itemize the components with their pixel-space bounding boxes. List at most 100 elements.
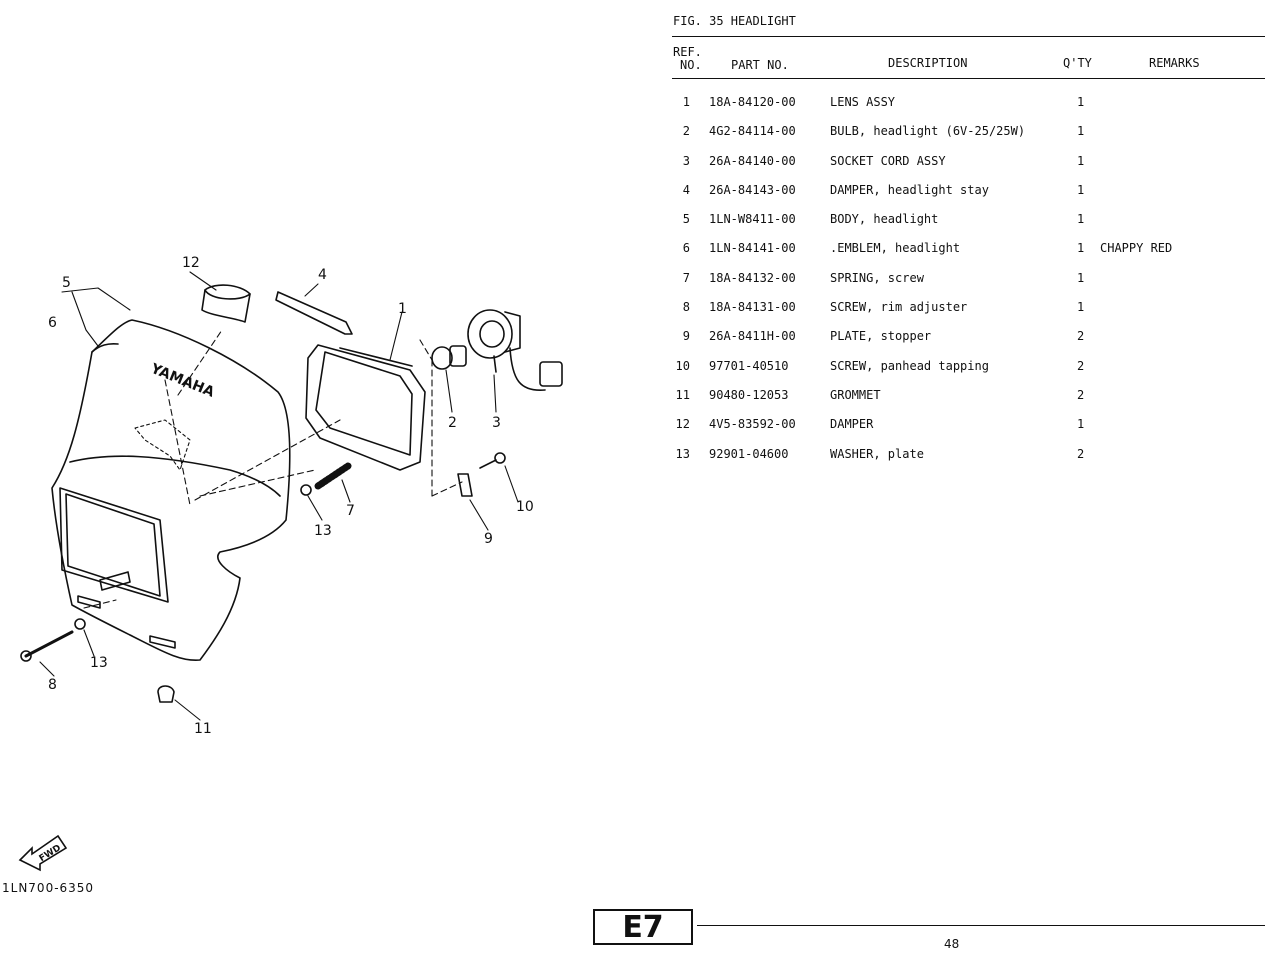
callout-13-lower: 13 — [90, 655, 108, 671]
ref-no-cell: 4 — [682, 182, 690, 197]
ref-no-cell: 1 — [682, 95, 690, 109]
table-row: 2 4G2-84114-00 BULB, headlight (6V-25/25W)… — [672, 121, 1262, 150]
description-cell: GROMMET — [830, 387, 881, 402]
col-header-ref: REF. NO. — [673, 46, 702, 72]
table-row: 1 18A-84120-00 LENS ASSY 1 — [672, 92, 1262, 121]
callout-2: 2 — [448, 415, 457, 431]
footer-rule — [697, 925, 1265, 926]
exploded-diagram: YAMAHA — [0, 230, 620, 760]
ref-no-cell: 11 — [675, 387, 690, 402]
description-cell: .EMBLEM, headlight — [830, 241, 961, 256]
description-cell: SPRING, screw — [830, 270, 924, 285]
callout-10: 10 — [516, 499, 534, 515]
description-cell: BULB, headlight (6V-25/25W) — [830, 124, 1026, 139]
bulb-drawing — [431, 345, 467, 370]
ref-no-cell: 7 — [682, 270, 690, 285]
fwd-label: FWD — [38, 843, 63, 864]
ref-no-cell: 5 — [682, 212, 690, 227]
header-rule-bottom — [672, 78, 1265, 79]
ref-no-cell: 9 — [682, 329, 690, 344]
col-header-description: DESCRIPTION — [888, 56, 968, 70]
part-number-cell: 97701-40510 — [709, 358, 789, 373]
callout-4: 4 — [318, 267, 327, 283]
remarks-cell: CHAPPY RED — [1100, 241, 1173, 256]
leader-lines — [39, 271, 519, 721]
callout-13-upper: 13 — [314, 523, 332, 539]
callout-6: 6 — [48, 315, 57, 331]
part-number-cell: 4G2-84114-00 — [709, 124, 796, 139]
description-cell: DAMPER, headlight stay — [830, 182, 989, 197]
col-header-qty: Q'TY — [1063, 56, 1092, 70]
description-cell: LENS ASSY — [830, 95, 896, 109]
headlight-exploded-view: YAMAHA — [20, 271, 563, 721]
ref-no-cell: 2 — [682, 124, 690, 139]
headlight-body-drawing — [51, 319, 291, 661]
brand-text-yamaha: YAMAHA — [148, 360, 217, 400]
ref-no-cell: 13 — [675, 446, 690, 461]
table-row: 6 1LN-84141-00 .EMBLEM, headlight 1 CHAPPY R… — [672, 238, 1262, 267]
callout-3: 3 — [492, 415, 501, 431]
ref-no-cell: 12 — [675, 417, 690, 432]
part-number-cell: 18A-84132-00 — [709, 270, 796, 285]
ref-no-cell: 8 — [682, 300, 690, 315]
callout-7: 7 — [346, 503, 355, 519]
table-row: 7 18A-84132-00 SPRING, screw 1 — [672, 268, 1262, 297]
assembly-lines — [83, 329, 463, 609]
quantity-cell: 1 — [1077, 212, 1085, 227]
description-cell: DAMPER — [830, 417, 874, 432]
ref-no-cell: 6 — [682, 241, 690, 256]
header-rule-top — [672, 36, 1265, 37]
part-number-cell: 26A-84140-00 — [709, 153, 796, 168]
quantity-cell: 2 — [1077, 387, 1085, 402]
callout-1: 1 — [398, 301, 407, 317]
col-header-ref-line2: NO. — [680, 58, 702, 72]
callout-11: 11 — [194, 721, 212, 737]
description-cell: SCREW, rim adjuster — [830, 300, 968, 315]
callout-12: 12 — [182, 255, 200, 271]
quantity-cell: 1 — [1077, 182, 1085, 197]
quantity-cell: 1 — [1077, 124, 1085, 139]
washer-lower-drawing — [74, 618, 86, 630]
quantity-cell: 1 — [1077, 95, 1085, 109]
part-number-cell: 1LN-84141-00 — [709, 241, 796, 256]
quantity-cell: 2 — [1077, 329, 1085, 344]
description-cell: BODY, headlight — [830, 212, 939, 227]
quantity-cell: 2 — [1077, 446, 1085, 461]
quantity-cell: 1 — [1077, 417, 1085, 432]
washer-upper-drawing — [300, 484, 312, 496]
damper-drawing — [201, 284, 251, 323]
part-number-cell: 18A-84131-00 — [709, 300, 796, 315]
col-header-remarks: REMARKS — [1149, 56, 1200, 70]
description-cell: SCREW, panhead tapping — [830, 358, 989, 373]
socket-cord-drawing — [467, 309, 563, 391]
rim-adjuster-screw-drawing — [20, 630, 74, 662]
quantity-cell: 1 — [1077, 270, 1085, 285]
description-cell: WASHER, plate — [830, 446, 924, 461]
callout-8: 8 — [48, 677, 57, 693]
quantity-cell: 2 — [1077, 358, 1085, 373]
plate-drawing — [457, 473, 473, 497]
section-code-box: E7 — [593, 909, 693, 945]
part-number-cell: 4V5-83592-00 — [709, 417, 796, 432]
ref-no-cell: 3 — [682, 153, 690, 168]
stay-damper-drawing — [275, 291, 353, 335]
part-number-cell: 26A-8411H-00 — [709, 329, 796, 344]
col-header-part-no: PART NO. — [731, 58, 789, 72]
grommet-drawing — [157, 685, 175, 703]
part-number-cell: 1LN-W8411-00 — [709, 212, 796, 227]
quantity-cell: 1 — [1077, 241, 1085, 256]
col-header-ref-line1: REF. — [673, 45, 702, 59]
spring-drawing — [314, 462, 352, 490]
figure-code: 1LN700-6350 — [2, 881, 95, 895]
part-number-cell: 18A-84120-00 — [709, 95, 796, 109]
description-cell: SOCKET CORD ASSY — [830, 153, 946, 168]
